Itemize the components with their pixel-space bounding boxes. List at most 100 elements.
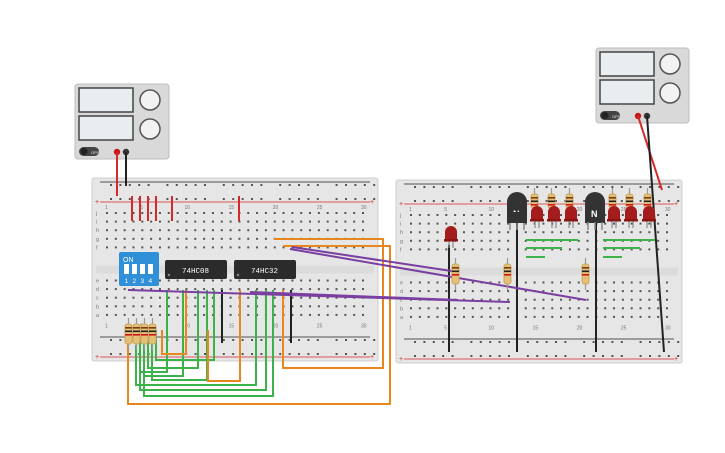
rail-hole: [602, 355, 604, 357]
hole: [489, 290, 492, 293]
hole: [666, 214, 668, 216]
rail-plus-sign: +: [674, 201, 678, 208]
hole: [203, 296, 206, 299]
rail-hole: [442, 355, 445, 357]
led-rim: [444, 239, 458, 242]
hole: [666, 307, 668, 310]
rail-hole: [536, 355, 539, 357]
resistor: [124, 318, 133, 350]
hole: [621, 248, 624, 251]
column-number: 5: [444, 326, 447, 332]
hole: [185, 220, 188, 223]
hole: [489, 281, 492, 284]
hole: [648, 222, 651, 225]
hole: [309, 212, 312, 214]
hole: [282, 246, 285, 249]
rail-hole: [260, 184, 263, 186]
hole: [410, 214, 412, 216]
rail-plus-sign: +: [95, 199, 99, 206]
hole: [211, 296, 214, 299]
chip-74hc32[interactable]: 74HC32: [234, 260, 296, 279]
rail-hole: [583, 186, 586, 188]
hole: [542, 222, 545, 225]
jumper-wires-black[interactable]: [221, 222, 597, 352]
rail-hole: [508, 341, 510, 343]
led: [547, 206, 561, 228]
hole: [256, 212, 259, 214]
rail-hole: [423, 355, 426, 357]
hole: [194, 288, 197, 291]
hole: [203, 212, 206, 214]
supply-wires[interactable]: [116, 115, 665, 353]
resistor-band: [531, 204, 538, 206]
transistor-2[interactable]: N: [585, 192, 605, 230]
jumper-wires-purple[interactable]: [127, 246, 587, 303]
hole: [158, 229, 161, 232]
hole: [167, 246, 170, 249]
rail-hole: [335, 198, 338, 200]
hole: [106, 229, 108, 232]
resistor-band: [141, 327, 148, 329]
rail-hole: [423, 341, 426, 343]
rail-hole: [649, 341, 651, 343]
hole: [273, 212, 276, 214]
hole: [471, 248, 474, 251]
hole: [630, 315, 633, 318]
rail-hole: [373, 198, 376, 200]
hole: [176, 246, 179, 249]
rail-hole: [185, 184, 188, 186]
chip-74hc08[interactable]: 74HC08: [165, 260, 227, 279]
hole: [551, 315, 554, 318]
hole: [300, 212, 303, 214]
hole: [309, 313, 312, 316]
hole: [454, 315, 457, 318]
resistor-band: [566, 197, 573, 199]
hole: [568, 248, 571, 251]
rail-hole: [316, 184, 319, 186]
transistor-1[interactable]: N: [507, 192, 527, 230]
jumper-wires-orange[interactable]: [127, 238, 391, 405]
dip-switch[interactable]: ON 1 2 3 4: [119, 252, 159, 286]
jumper-wires-green[interactable]: [135, 239, 655, 397]
hole: [489, 315, 492, 318]
resistor-band: [626, 200, 633, 203]
rail-hole: [414, 355, 416, 357]
hole: [123, 313, 126, 316]
hole: [613, 222, 616, 225]
power-supply-left[interactable]: OFF: [74, 83, 170, 160]
rail-hole: [432, 200, 435, 202]
hole: [220, 212, 223, 214]
hole: [256, 288, 259, 291]
rail-hole: [279, 184, 282, 186]
hole: [445, 315, 448, 318]
hole: [542, 281, 545, 284]
hole: [480, 315, 483, 318]
hole: [114, 246, 117, 249]
rail-hole: [373, 184, 376, 186]
hole: [657, 307, 660, 310]
svg-text:OFF: OFF: [612, 114, 621, 119]
power-supply-right[interactable]: OFF: [595, 47, 690, 124]
jumper-wires-red[interactable]: [131, 196, 240, 221]
resistor-band: [133, 327, 140, 329]
hole: [560, 214, 563, 216]
hole: [551, 298, 554, 301]
hole: [317, 212, 320, 214]
hole: [560, 315, 563, 318]
hole: [498, 298, 501, 301]
dip-position-3: 3: [141, 278, 145, 285]
column-number: 30: [361, 324, 367, 330]
hole: [362, 313, 364, 316]
rail-hole: [611, 186, 614, 188]
rail-hole: [639, 200, 642, 202]
rail-hole: [251, 353, 253, 355]
hole: [194, 229, 197, 232]
rail-hole: [128, 184, 131, 186]
rail-hole: [555, 200, 557, 202]
rail-hole: [583, 341, 586, 343]
hole: [666, 222, 668, 225]
hole: [436, 281, 439, 284]
rail-hole: [251, 198, 253, 200]
hole: [604, 214, 607, 216]
rail-hole: [602, 341, 604, 343]
